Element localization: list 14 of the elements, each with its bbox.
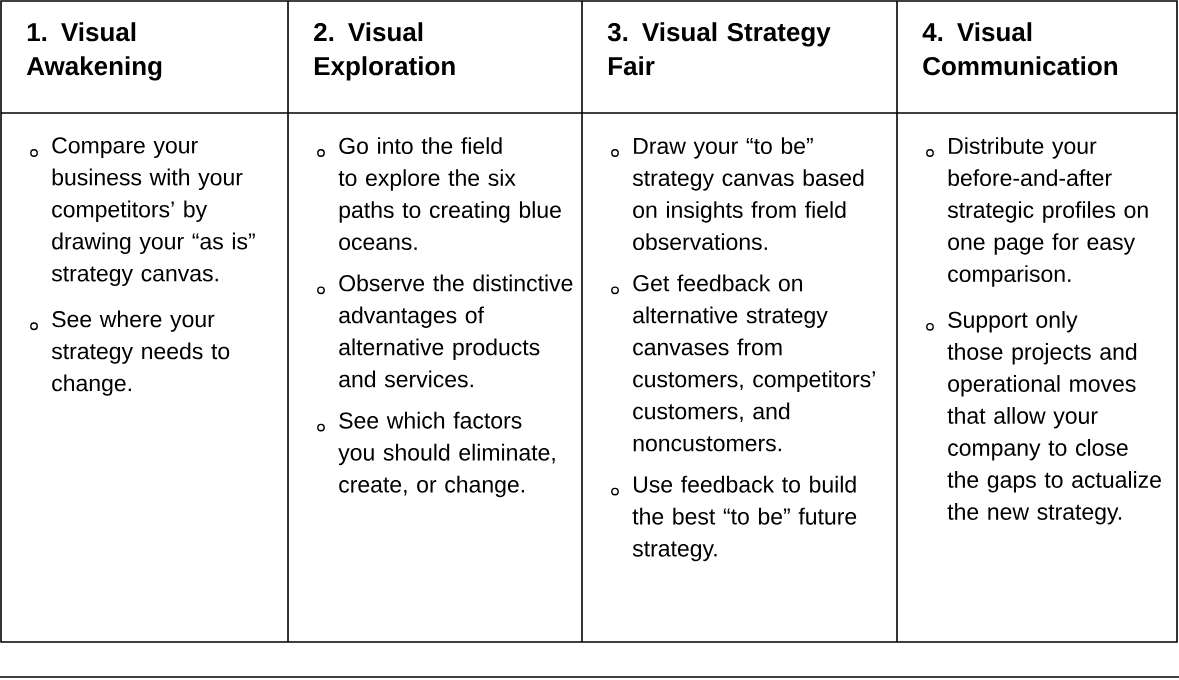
bullet-item: See where your strategy needs to change.: [30, 310, 230, 396]
bullet-item: Get feedback on alternative strategy canvases from customers, competitors’ customers, and noncustomers.: [611, 274, 875, 452]
column-header: 4. Visual Communication: [922, 22, 1118, 76]
column-header: 2. Visual Exploration: [314, 22, 455, 81]
bullet-item: Compare your business with your competitors’ by drawing your “as is” strategy canvas.: [30, 137, 255, 286]
bullet-item: Draw your “to be” strategy canvas based on insights from field observations.: [611, 137, 864, 251]
bullet-item: Support only those projects and operational moves that allow your company to close the gaps to actualize the new strategy.: [926, 311, 1161, 525]
bullet-item: Distribute your before-and-after strategic profiles on one page for easy comparison.: [926, 137, 1148, 287]
bullet-item: Use feedback to build the best “to be” future strategy.: [611, 475, 857, 562]
bullet-item: See which factors you should eliminate, create, or change.: [317, 411, 555, 498]
column-header: 3. Visual Strategy Fair: [607, 22, 831, 76]
column-header: 1. Visual Awakening: [26, 22, 162, 81]
bullet-item: Go into the field to explore the six paths to creating blue oceans.: [317, 137, 561, 251]
bullet-item: Observe the distinctive advantages of alternative products and services.: [317, 274, 573, 388]
